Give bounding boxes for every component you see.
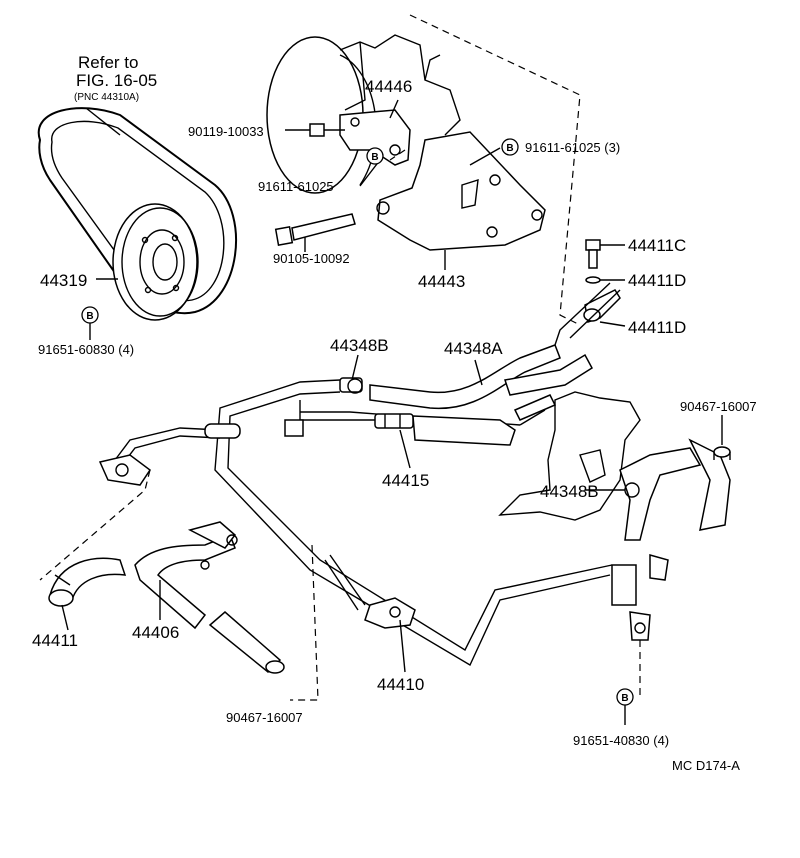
label-44415: 44415 — [382, 471, 429, 490]
leader-lines — [61, 99, 626, 725]
refer-line1: Refer to — [78, 53, 138, 72]
clamp-90467-right — [713, 415, 731, 460]
svg-text:B: B — [506, 143, 513, 154]
bolt-90119-10033 — [285, 123, 345, 137]
label-44319: 44319 — [40, 271, 87, 290]
diagram-code: MC D174-A — [672, 758, 740, 773]
hose-44348B-left — [339, 377, 363, 394]
label-44410: 44410 — [377, 675, 424, 694]
label-90467-16007-left: 90467-16007 — [226, 710, 303, 725]
label-90105-10092: 90105-10092 — [273, 251, 350, 266]
label-44446: 44446 — [365, 77, 412, 96]
label-44411C: 44411C — [628, 236, 686, 255]
svg-text:B: B — [371, 152, 378, 163]
label-44406: 44406 — [132, 623, 179, 642]
svg-text:B: B — [621, 693, 628, 704]
label-44348A: 44348A — [444, 339, 503, 358]
banjo-fitting-44411D — [583, 289, 626, 327]
drive-belt — [37, 107, 237, 315]
hose-44348B-right — [619, 438, 731, 541]
label-91651-40830: 91651-40830 (4) — [573, 733, 669, 748]
pulley-44319 — [112, 203, 199, 321]
callout-b-91651-left: B — [81, 306, 99, 324]
label-44411D-upper: 44411D — [628, 271, 686, 290]
callout-b-91651-right: B — [616, 688, 634, 706]
bolt-90105-10092 — [274, 213, 356, 252]
svg-text:B: B — [86, 311, 93, 322]
label-90119-10033: 90119-10033 — [188, 124, 264, 139]
pipe-clamp-right — [611, 554, 669, 641]
bolt-44411C — [585, 239, 625, 269]
label-44411D-lower: 44411D — [628, 318, 686, 337]
refer-line3: (PNC 44310A) — [74, 92, 139, 103]
hose-44348A — [369, 344, 593, 421]
label-91611-61025: 91611-61025 — [258, 179, 334, 194]
hose-44411 — [48, 557, 127, 607]
washer-44411D-upper — [585, 276, 625, 284]
label-91651-60830: 91651-60830 (4) — [38, 342, 134, 357]
callout-b-91611-lower: B — [366, 147, 384, 165]
label-91611-61025-3: 91611-61025 (3) — [525, 140, 620, 155]
label-44443: 44443 — [418, 272, 465, 291]
bracket-44443 — [376, 131, 546, 251]
pipe-fitting-44410 — [324, 554, 416, 629]
hose-44415 — [284, 413, 516, 446]
clamp-90467-left — [265, 660, 285, 674]
hose-44406 — [134, 521, 282, 674]
label-90467-16007-right: 90467-16007 — [680, 399, 757, 414]
bracket-44446 — [339, 109, 411, 166]
label-44411: 44411 — [32, 631, 78, 650]
pipe-left-fitting — [98, 423, 241, 486]
pump-body — [339, 34, 461, 136]
reservoir-body — [498, 391, 641, 521]
label-44348B-right: 44348B — [540, 482, 599, 501]
refer-line2: FIG. 16-05 — [76, 71, 157, 90]
callout-b-91611-upper: B — [501, 138, 519, 156]
label-44348B-left: 44348B — [330, 336, 389, 355]
